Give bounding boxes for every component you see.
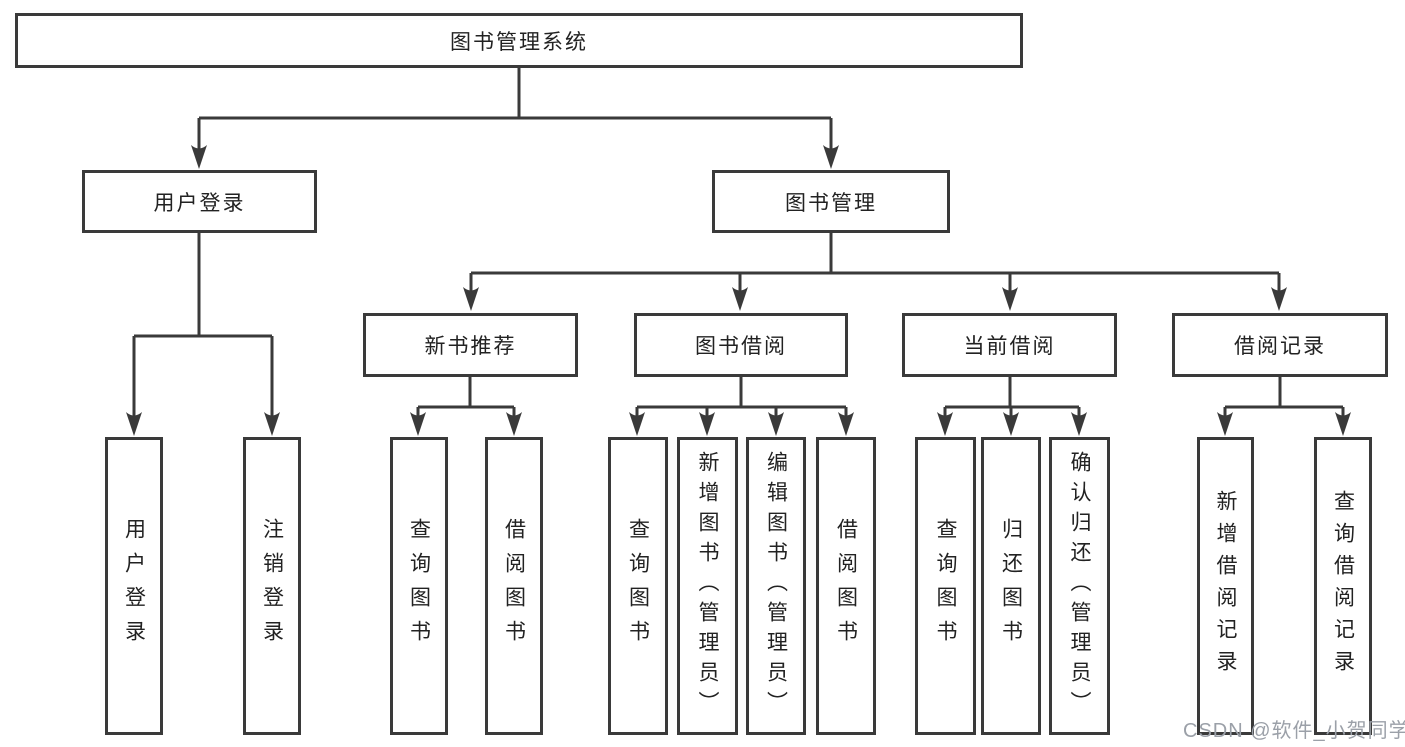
leaf-query-books-current: 查询图书 [915, 437, 976, 735]
leaf-logout: 注销登录 [243, 437, 301, 735]
leaf-borrow-books-recommend: 借阅图书 [485, 437, 543, 735]
node-new-book-recommend: 新书推荐 [363, 313, 578, 377]
node-label: 图书借阅 [695, 335, 787, 358]
node-label: 用户登录 [153, 191, 246, 215]
leaf-label: 用户登录 [122, 518, 146, 654]
node-label: 借阅记录 [1234, 335, 1326, 358]
node-label: 图书管理 [785, 191, 877, 215]
node-library-management-system: 图书管理系统 [15, 13, 1023, 68]
leaf-edit-books-admin: 编辑图书（管理员） [746, 437, 806, 735]
leaf-label: 注销登录 [260, 518, 284, 654]
leaf-query-borrow-record: 查询借阅记录 [1314, 437, 1372, 735]
leaf-query-books-borrowing: 查询图书 [608, 437, 668, 735]
node-book-borrowing: 图书借阅 [634, 313, 848, 377]
leaf-add-borrow-record: 新增借阅记录 [1197, 437, 1254, 735]
leaf-label: 查询图书 [626, 518, 650, 654]
leaf-label: 新增借阅记录 [1214, 490, 1237, 682]
node-user-login: 用户登录 [82, 170, 317, 233]
csdn-watermark: CSDN @软件_小贺同学 [1183, 720, 1405, 742]
leaf-label: 查询图书 [934, 518, 957, 654]
leaf-label: 查询图书 [407, 518, 431, 654]
node-label: 当前借阅 [963, 335, 1056, 358]
node-book-management: 图书管理 [712, 170, 950, 233]
leaf-user-login: 用户登录 [105, 437, 163, 735]
leaf-label: 编辑图书（管理员） [764, 451, 788, 721]
leaf-label: 借阅图书 [502, 518, 526, 654]
node-label: 新书推荐 [424, 335, 517, 358]
leaf-confirm-return-admin: 确认归还（管理员） [1049, 437, 1110, 735]
node-label: 图书管理系统 [450, 30, 588, 54]
leaf-label: 查询借阅记录 [1331, 490, 1355, 682]
leaf-label: 新增图书（管理员） [696, 451, 719, 721]
leaf-add-books-admin: 新增图书（管理员） [677, 437, 738, 735]
node-current-borrowing: 当前借阅 [902, 313, 1117, 377]
leaf-query-books-recommend: 查询图书 [390, 437, 448, 735]
leaf-return-books: 归还图书 [981, 437, 1041, 735]
leaf-borrow-books-borrowing: 借阅图书 [816, 437, 876, 735]
leaf-label: 借阅图书 [834, 518, 858, 654]
leaf-label: 归还图书 [999, 518, 1023, 654]
node-borrow-records: 借阅记录 [1172, 313, 1388, 377]
leaf-label: 确认归还（管理员） [1068, 451, 1091, 721]
